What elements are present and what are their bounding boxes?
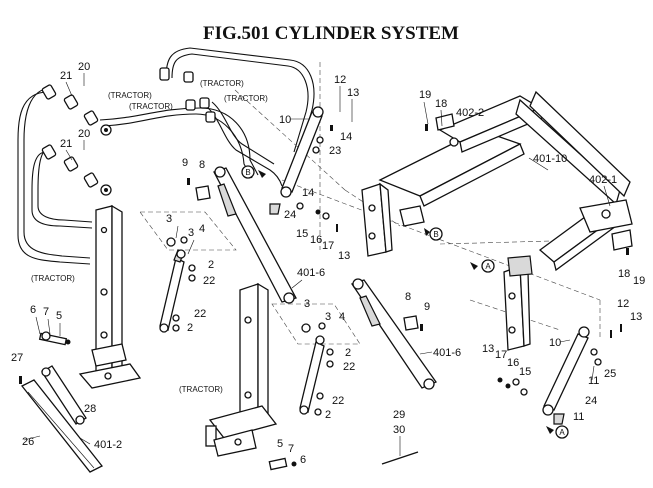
- tractor-label: (TRACTOR): [108, 91, 152, 100]
- callout-number: 401-10: [533, 153, 567, 165]
- callout-number: 7: [43, 306, 49, 318]
- connection-marker-b1: B: [241, 165, 266, 179]
- callout-number: 9: [182, 157, 188, 169]
- link-bar-401-2: [19, 365, 104, 473]
- callout-number: 29: [393, 409, 405, 421]
- callout-number: 5: [277, 438, 283, 450]
- callout-number: 22: [194, 308, 206, 320]
- callout-number: 3: [166, 213, 172, 225]
- callout-number: 4: [339, 311, 345, 323]
- hydraulic-hoses: [17, 47, 315, 265]
- callout-number: 401-6: [433, 347, 461, 359]
- grease-fittings: [100, 124, 112, 196]
- callout-number: 12: [334, 74, 346, 86]
- callout-number: 4: [199, 223, 205, 235]
- left-hydraulic-cylinder: [159, 236, 196, 333]
- callout-number: 14: [340, 131, 352, 143]
- callout-number: 26: [22, 436, 34, 448]
- svg-text:A: A: [559, 428, 565, 437]
- callout-number: 20: [78, 61, 90, 73]
- callout-number: 17: [322, 240, 334, 252]
- callout-number: 20: [78, 128, 90, 140]
- callout-number: 6: [30, 304, 36, 316]
- callout-number: 24: [284, 209, 296, 221]
- callout-number: 401-6: [297, 267, 325, 279]
- callout-number: 3: [325, 311, 331, 323]
- callout-number: 21: [60, 70, 72, 82]
- callout-number: 30: [393, 424, 405, 436]
- callout-number: 402-2: [456, 107, 484, 119]
- callout-number: 7: [288, 443, 294, 455]
- callout-number: 3: [304, 298, 310, 310]
- right-cylinder-10: [497, 324, 622, 425]
- callout-number: 16: [310, 234, 322, 246]
- callout-number: 25: [604, 368, 616, 380]
- callout-number: 22: [343, 361, 355, 373]
- leader-lines: [23, 73, 611, 445]
- callout-number: 3: [188, 227, 194, 239]
- callout-number: 402-1: [589, 174, 617, 186]
- callout-number: 28: [84, 403, 96, 415]
- callout-number: 19: [633, 275, 645, 287]
- arm-401-6-lower: [350, 278, 437, 390]
- callout-number: 15: [519, 366, 531, 378]
- hose-fittings: [41, 67, 216, 188]
- part-callouts: 20 21 20 21 12 13 10 14 23 19 18 402-2 4…: [11, 61, 645, 466]
- arm-401-6-upper: [187, 166, 297, 304]
- callout-number: 8: [405, 291, 411, 303]
- callout-number: 15: [296, 228, 308, 240]
- center-hydraulic-cylinder: [299, 322, 334, 416]
- callout-number: 22: [203, 275, 215, 287]
- callout-number: 2: [208, 259, 214, 271]
- center-tractor-mast: [205, 282, 297, 471]
- callout-number: 19: [419, 89, 431, 101]
- callout-number: 23: [329, 145, 341, 157]
- callout-number: 2: [345, 347, 351, 359]
- top-cylinder-10: [269, 106, 338, 232]
- callout-number: 10: [549, 337, 561, 349]
- left-tractor-mast: [78, 204, 142, 389]
- connection-marker-b2: B: [424, 227, 443, 241]
- svg-text:B: B: [245, 168, 250, 177]
- tractor-labels: (TRACTOR) (TRACTOR) (TRACTOR) (TRACTOR) …: [31, 79, 268, 394]
- callout-number: 6: [300, 454, 306, 466]
- tractor-label: (TRACTOR): [31, 274, 75, 283]
- left-pin-group: [38, 331, 71, 346]
- callout-number: 9: [424, 301, 430, 313]
- callout-number: 2: [187, 322, 193, 334]
- callout-number: 18: [618, 268, 630, 280]
- callout-number: 2: [325, 409, 331, 421]
- callout-number: 27: [11, 352, 23, 364]
- callout-number: 13: [482, 343, 494, 355]
- callout-number: 13: [338, 250, 350, 262]
- callout-number: 12: [617, 298, 629, 310]
- callout-number: 16: [507, 357, 519, 369]
- callout-number: 401-2: [94, 439, 122, 451]
- tractor-label: (TRACTOR): [179, 385, 223, 394]
- figure-title: FIG.501 CYLINDER SYSTEM: [203, 23, 459, 44]
- tractor-label: (TRACTOR): [200, 79, 244, 88]
- callout-number: 10: [279, 114, 291, 126]
- connection-marker-a1: A: [470, 259, 495, 273]
- tractor-label: (TRACTOR): [129, 102, 173, 111]
- callout-number: 24: [585, 395, 597, 407]
- tractor-label: (TRACTOR): [224, 94, 268, 103]
- callout-number: 8: [199, 159, 205, 171]
- callout-number: 13: [347, 87, 359, 99]
- connection-marker-a2: A: [546, 425, 569, 439]
- callout-number: 14: [302, 187, 314, 199]
- callout-number: 13: [630, 311, 642, 323]
- callout-number: 21: [60, 138, 72, 150]
- callout-number: 18: [435, 98, 447, 110]
- main-frame-401-10: [361, 90, 633, 351]
- callout-number: 17: [495, 349, 507, 361]
- callout-number: 22: [332, 395, 344, 407]
- svg-text:B: B: [433, 230, 438, 239]
- section-marker: [381, 436, 419, 465]
- svg-text:A: A: [485, 262, 491, 271]
- callout-number: 5: [56, 310, 62, 322]
- callout-number: 11: [588, 375, 599, 387]
- callout-number: 11: [573, 411, 584, 423]
